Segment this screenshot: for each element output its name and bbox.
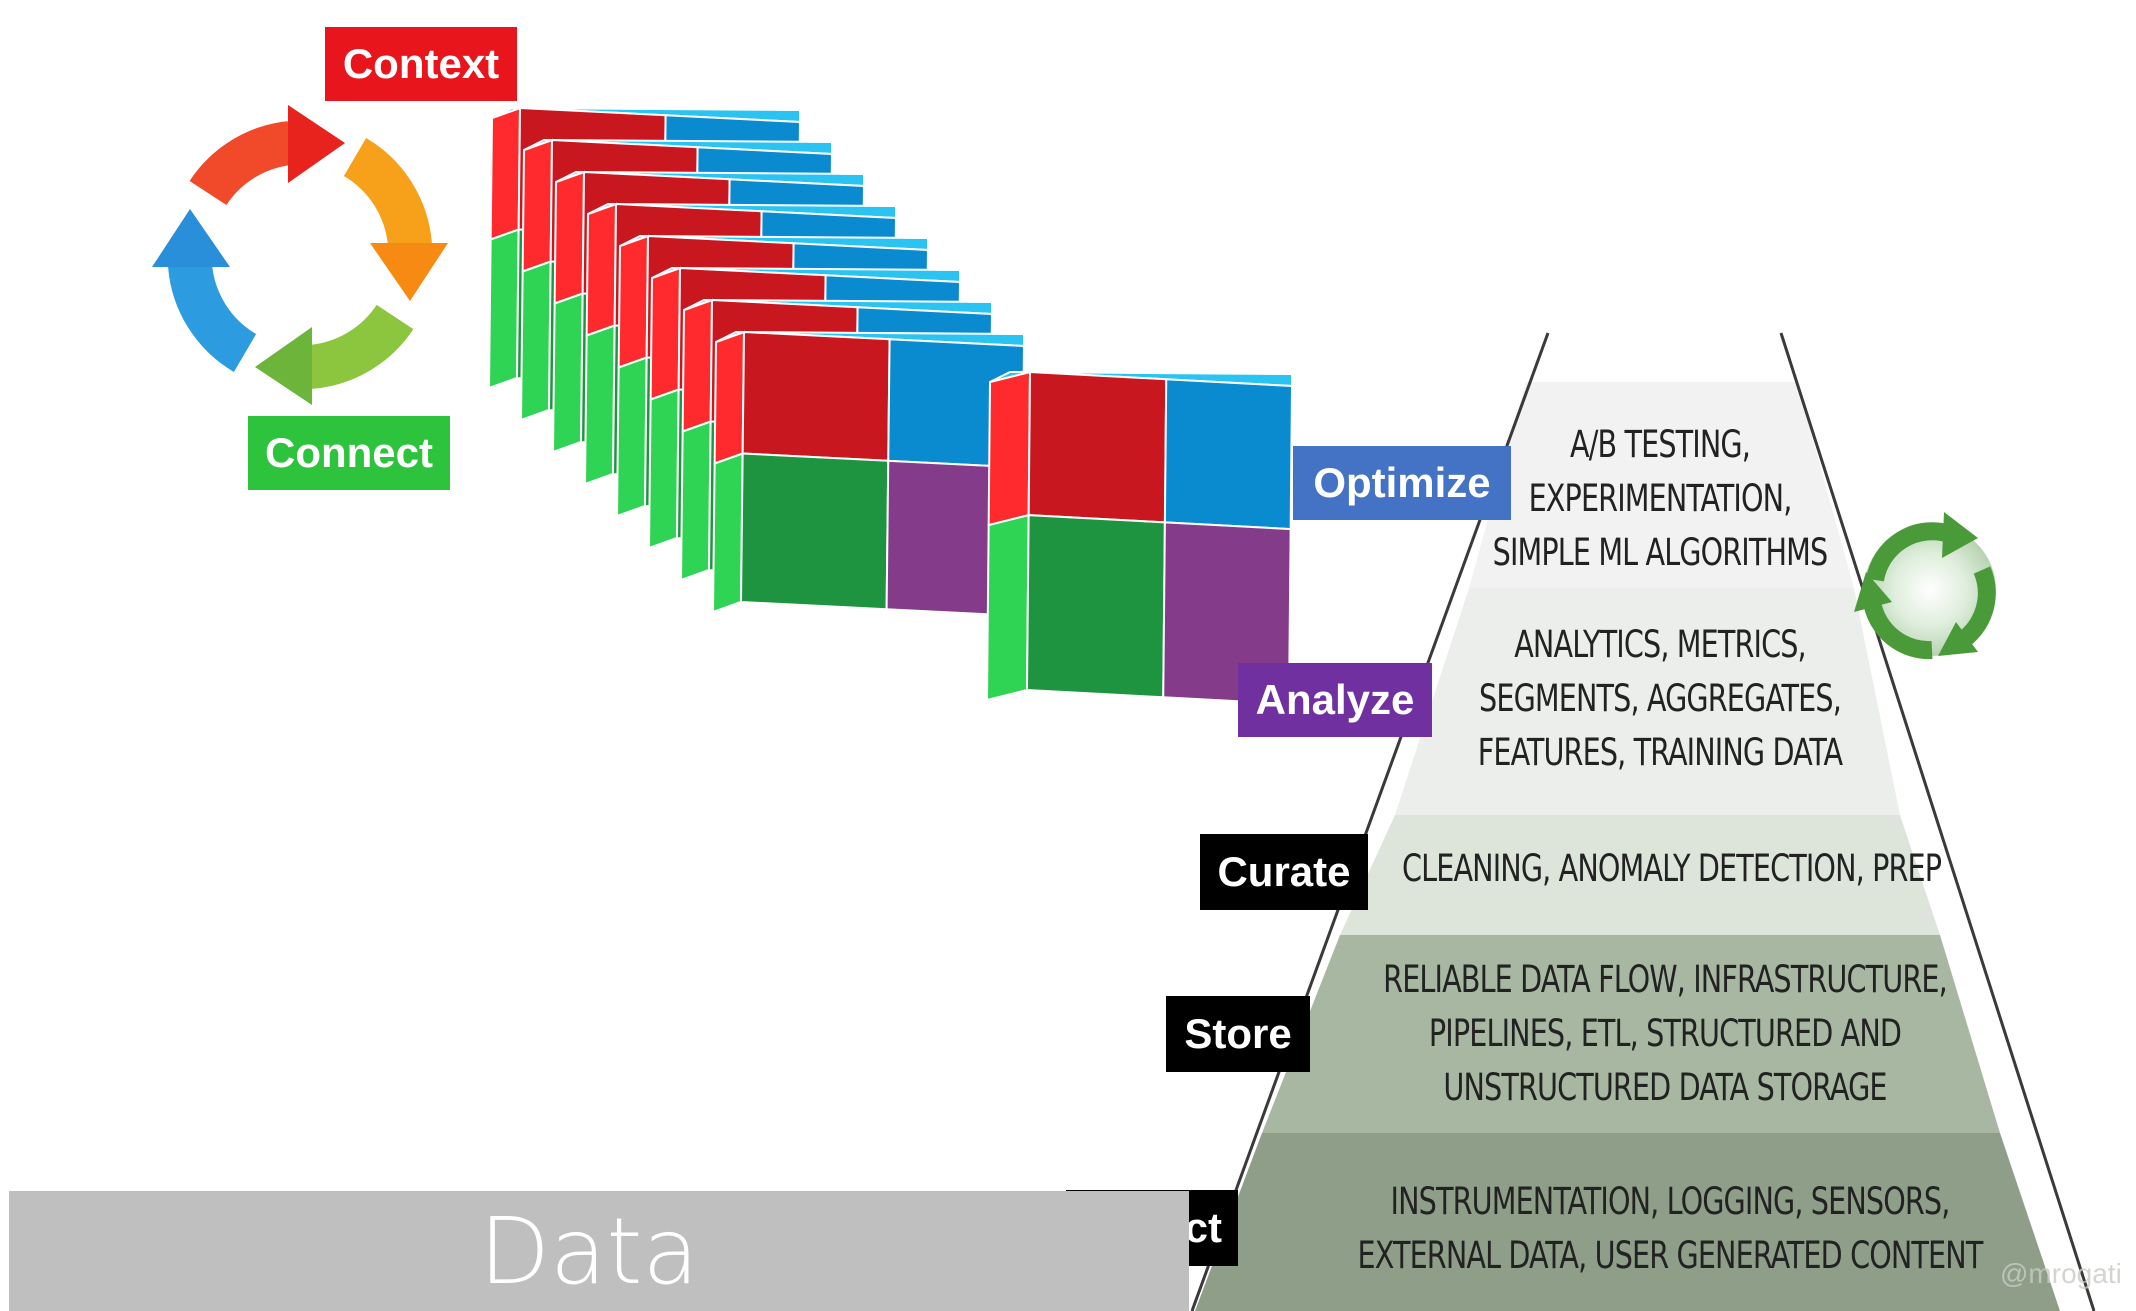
context-label: Context — [325, 27, 517, 101]
tier-text-line: SEGMENTS, AGGREGATES, — [1479, 677, 1842, 720]
cube-face-red — [1027, 370, 1168, 524]
cube-top — [523, 138, 833, 156]
store-label: Store — [1166, 996, 1310, 1072]
cube-side-red — [489, 106, 522, 241]
cube-side-green — [615, 356, 648, 518]
cube-side-green — [551, 292, 584, 454]
tier-text-line: PIPELINES, ETL, STRUCTURED AND — [1428, 1012, 1902, 1055]
cube-face-green — [739, 452, 890, 611]
cube-side-red — [713, 330, 746, 465]
optimize-label: Optimize — [1293, 446, 1511, 520]
analyze-label: Analyze — [1238, 663, 1432, 737]
cube-side-red — [521, 138, 554, 273]
green-recycle-icon — [1854, 512, 1996, 660]
tier-text-optimize: A/B TESTING, EXPERIMENTATION, SIMPLE ML AL… — [1488, 418, 1832, 580]
tier-text-line: SIMPLE ML ALGORITHMS — [1492, 531, 1829, 574]
cube-top — [555, 170, 865, 188]
cube-side-green — [519, 260, 552, 422]
cube-side-green — [583, 324, 616, 486]
tier-text-line: ANALYTICS, METRICS, — [1514, 623, 1806, 666]
cube-stack — [487, 106, 1294, 706]
tier-text-line: RELIABLE DATA FLOW, INFRASTRUCTURE, — [1383, 958, 1947, 1001]
four-arrow-cycle-icon — [152, 105, 448, 405]
cube-top — [619, 234, 929, 252]
cube-face-blue — [1163, 378, 1294, 531]
tier-text-line: UNSTRUCTURED DATA STORAGE — [1443, 1066, 1887, 1109]
tier-text-collect: INSTRUMENTATION, LOGGING, SENSORS, EXTERN… — [1343, 1175, 1997, 1283]
curate-label: Curate — [1200, 834, 1368, 910]
tier-text-line: A/B TESTING, — [1570, 423, 1751, 466]
pyramid-tier-store — [1262, 935, 2000, 1133]
tier-text-line: INSTRUMENTATION, LOGGING, SENSORS, — [1390, 1180, 1951, 1223]
cube-side-green — [487, 228, 520, 390]
cube-side-green — [985, 513, 1030, 702]
pyramid-tier-collect — [1195, 1133, 2060, 1311]
tier-text-line: CLEANING, ANOMALY DETECTION, PREP — [1402, 847, 1942, 890]
pyramid-tier-optimize — [1469, 382, 1854, 588]
cube-top — [491, 106, 801, 124]
tier-text-curate: CLEANING, ANOMALY DETECTION, PREP — [1402, 842, 1942, 896]
cube-side-red — [617, 234, 650, 369]
pyramid-right-edge — [1779, 332, 2096, 1311]
tier-text-store: RELIABLE DATA FLOW, INFRASTRUCTURE, PIPEL… — [1368, 953, 1961, 1115]
cube-top — [683, 298, 993, 316]
tier-text-line: EXPERIMENTATION, — [1528, 477, 1793, 520]
cube-face-green — [1025, 514, 1166, 699]
watermark: @mrogati — [2000, 1258, 2122, 1289]
cube-side-red — [649, 266, 682, 401]
pyramid-tier-curate — [1340, 815, 1940, 935]
pyramid-tier-analyze — [1395, 588, 1900, 815]
cube-side-green — [647, 388, 680, 550]
cube-face-red — [741, 330, 891, 462]
tier-text-line: FEATURES, TRAINING DATA — [1477, 731, 1843, 774]
connect-label: Connect — [248, 416, 450, 490]
cube-side-red — [987, 370, 1032, 527]
cube-side-green — [679, 420, 712, 582]
pyramid — [1190, 330, 2096, 1311]
tier-text-line: EXTERNAL DATA, USER GENERATED CONTENT — [1357, 1234, 1984, 1277]
cube-top — [651, 266, 961, 284]
cube-top — [587, 202, 897, 220]
data-bar: Data — [9, 1191, 1189, 1311]
tier-text-analyze: ANALYTICS, METRICS, SEGMENTS, AGGREGATES,… — [1467, 618, 1854, 780]
cube-top — [989, 370, 1293, 388]
cube-side-red — [585, 202, 618, 337]
cube-side-green — [711, 452, 744, 614]
cube-side-red — [553, 170, 586, 305]
cube-top — [715, 330, 1025, 348]
cube-side-red — [681, 298, 714, 433]
